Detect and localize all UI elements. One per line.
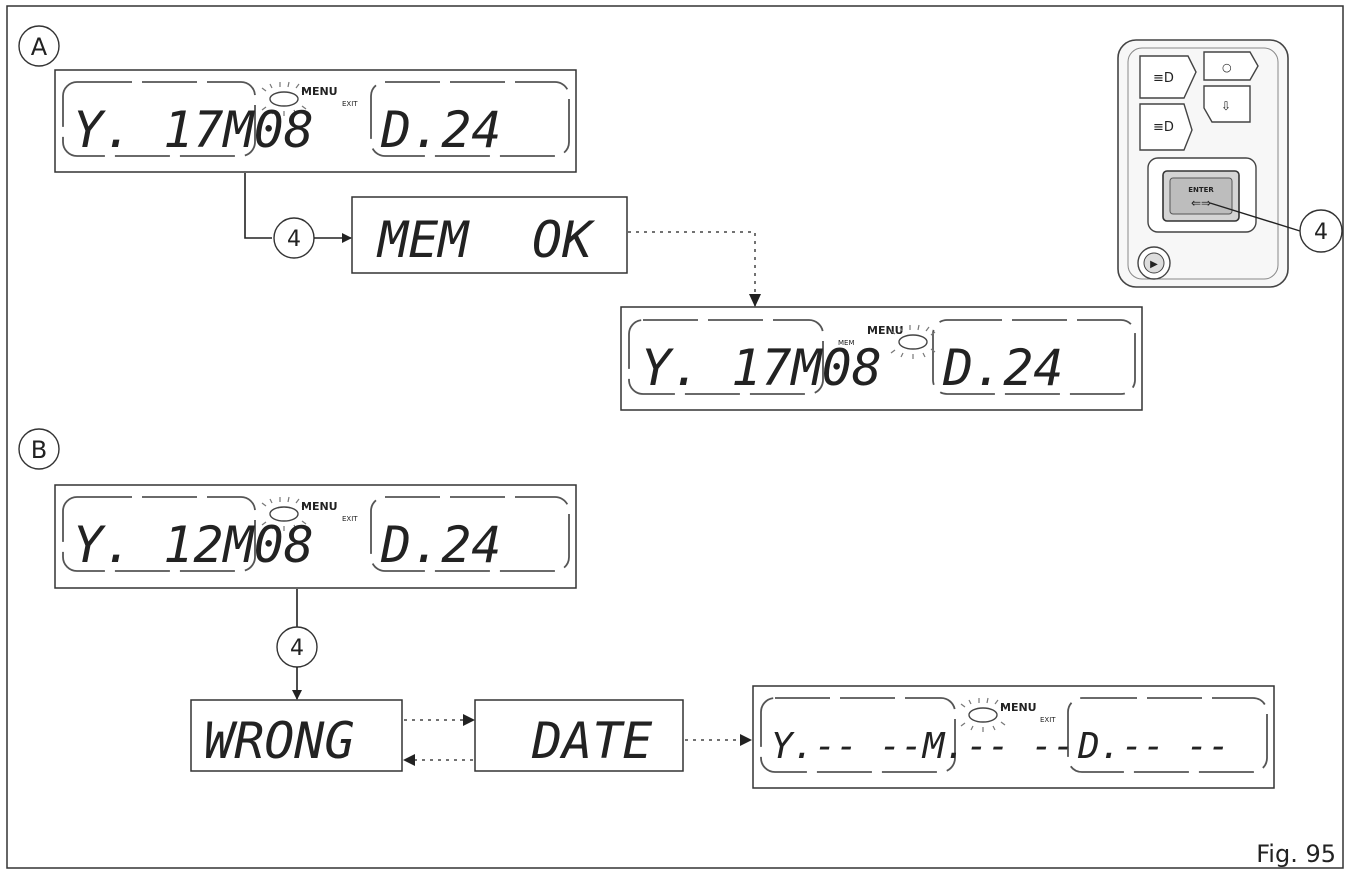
figure-caption: Fig. 95 [1256, 840, 1336, 868]
handlebar-switch-panel: ≡D ≡D ○ ⇩ ENTER ⇐⇒ ▶ 4 [1117, 39, 1343, 288]
arrowhead-date-to-reset [740, 734, 752, 746]
lcd-a-initial-exit: EXIT [342, 100, 358, 108]
lcd-b-initial-exit: EXIT [342, 515, 358, 523]
enter-button: ENTER ⇐⇒ [1147, 157, 1257, 233]
lcd-a-saved-date: Y. 17M08 [641, 339, 882, 397]
arrow-down-icon: ⇩ [1221, 99, 1231, 113]
lcd-a-saved-mem: MEM [838, 339, 855, 347]
mem-text: MEM [376, 211, 470, 269]
lcd-panel-b-reset: Y.-- --M.-- -- MENU EXIT D.-- -- [752, 685, 1275, 789]
blinking-button-icon [261, 81, 307, 116]
figure-frame [6, 5, 1344, 869]
wrong-text: WRONG [204, 712, 355, 770]
lcd-date: DATE [474, 699, 684, 772]
light-switch-buttons: ≡D ≡D [1139, 55, 1197, 151]
power-icon: ○ [1222, 61, 1232, 74]
callout-4-panel-leader [1209, 202, 1301, 232]
lcd-b-initial-day: D.24 [380, 516, 501, 574]
horn-icon: ▶ [1150, 259, 1158, 270]
lcd-b-reset-day: D.-- -- [1077, 726, 1230, 767]
lcd-panel-a-saved: Y. 17M08 MEM MENU D.24 [620, 306, 1143, 411]
blinking-button-icon [261, 496, 307, 531]
horn-button: ▶ [1137, 246, 1171, 280]
lcd-b-initial-menu: MENU [301, 500, 338, 513]
enter-button-label: ENTER [1188, 186, 1214, 194]
section-a: A Y. 17M08 MENU EXIT D.24 4 [18, 25, 1143, 411]
lcd-a-initial-day: D.24 [380, 101, 501, 159]
ok-text: OK [532, 211, 596, 269]
callout-4-panel [1299, 209, 1343, 253]
connector-a-down [244, 173, 272, 239]
arrowhead-wrong-to-date [463, 714, 475, 726]
lcd-b-reset-exit: EXIT [1040, 716, 1056, 724]
lcd-a-initial-menu: MENU [301, 85, 338, 98]
lcd-a-initial-date: Y. 17M08 [73, 101, 314, 159]
lcd-a-saved-menu: MENU [867, 324, 904, 337]
lcd-b-reset-date: Y.-- --M.-- -- [771, 726, 1074, 767]
right-switch-buttons: ○ ⇩ [1203, 51, 1259, 123]
arrowhead-date-to-wrong [403, 754, 415, 766]
section-b: B Y. 12M08 MENU EXIT D.24 4 [18, 428, 1275, 789]
arrowhead-mem-to-saved [749, 294, 761, 307]
lcd-a-saved-day: D.24 [942, 339, 1063, 397]
date-text: DATE [531, 712, 652, 770]
section-b-badge [18, 428, 60, 470]
lcd-b-initial-date: Y. 12M08 [73, 516, 314, 574]
callout-4-a-label: 4 [287, 227, 301, 252]
lcd-panel-b-initial: Y. 12M08 MENU EXIT D.24 [54, 484, 577, 589]
lcd-mem-ok: MEM OK [351, 196, 628, 274]
blinking-button-icon [960, 697, 1006, 732]
dotted-arrow-mem-to-saved [628, 231, 756, 306]
left-right-arrows-icon: ⇐⇒ [1191, 196, 1211, 210]
callout-4-panel-label: 4 [1314, 220, 1328, 245]
section-a-label: A [31, 33, 48, 61]
section-b-label: B [31, 436, 47, 464]
section-a-badge [18, 25, 60, 67]
low-beam-icon: ≡D [1153, 120, 1174, 135]
high-beam-icon: ≡D [1153, 71, 1174, 86]
lcd-panel-a-initial: Y. 17M08 MENU EXIT D.24 [54, 69, 577, 173]
lcd-b-reset-menu: MENU [1000, 701, 1037, 714]
callout-4-b-label: 4 [290, 636, 304, 661]
lcd-wrong: WRONG [190, 699, 403, 772]
blinking-button-icon [890, 324, 936, 359]
